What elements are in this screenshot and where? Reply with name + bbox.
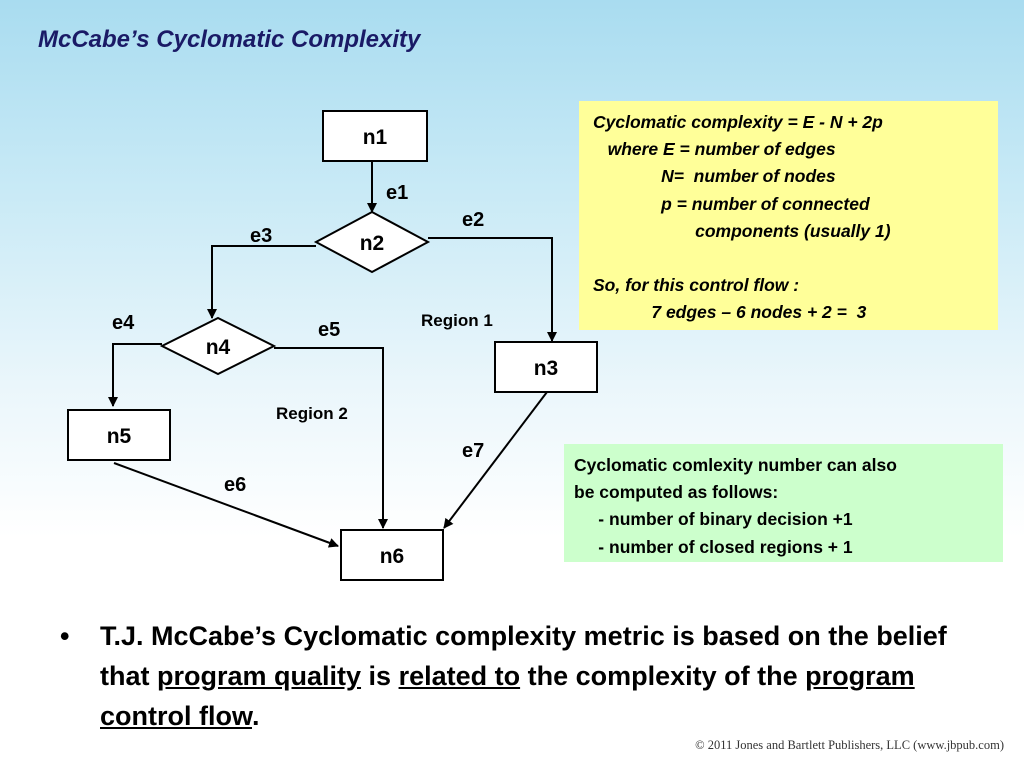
formula-line: 7 edges – 6 nodes + 2 = 3 [593, 302, 867, 323]
bullet-text-part1: T.J. McCabe’s Cyclomatic complexity metr… [100, 621, 947, 691]
node-n6: n6 [340, 529, 444, 581]
formula-line: components (usually 1) [593, 220, 891, 241]
edge-e2 [428, 237, 557, 342]
edge-label-e4: e4 [112, 312, 135, 334]
formula-line: N= number of nodes [593, 166, 836, 187]
node-n5-label: n5 [107, 425, 132, 448]
edge-e6 [113, 462, 339, 548]
edge-label-e3: e3 [250, 225, 272, 247]
formula-box: Cyclomatic complexity = E - N + 2p where… [579, 101, 998, 330]
edge-e5 [274, 347, 388, 529]
alt-line: - number of binary decision +1 [574, 509, 853, 530]
node-n6-label: n6 [380, 545, 405, 568]
bullet-text-part2: is [361, 661, 399, 691]
formula-line: where E = number of edges [593, 139, 836, 160]
node-n4: n4 [159, 316, 277, 376]
alt-line: - number of closed regions + 1 [574, 536, 853, 557]
alt-line: Cyclomatic comlexity number can also [574, 455, 897, 475]
node-n2: n2 [313, 210, 431, 274]
bullet-text-part4: . [251, 701, 260, 731]
edge-label-e7: e7 [462, 440, 484, 462]
slide-title: McCabe’s Cyclomatic Complexity [38, 26, 421, 53]
node-n1-label: n1 [363, 126, 388, 149]
node-n5: n5 [67, 409, 171, 461]
edge-e3 [207, 245, 316, 319]
node-n1: n1 [322, 110, 428, 162]
bullet-underline-program-control-flow: program control flow [100, 661, 915, 731]
bullet-underline-program-quality: program quality [157, 661, 362, 691]
alternate-computation-box: Cyclomatic comlexity number can also be … [564, 444, 1003, 562]
edge-label-e6: e6 [224, 474, 246, 496]
formula-line [593, 245, 988, 272]
edge-label-e2: e2 [462, 209, 484, 231]
formula-line: So, for this control flow : [593, 275, 800, 296]
edge-e4 [108, 343, 162, 407]
node-n3-label: n3 [534, 357, 559, 380]
copyright-footer: © 2011 Jones and Bartlett Publishers, LL… [695, 738, 1004, 752]
formula-line: Cyclomatic complexity = E - N + 2p [593, 112, 883, 132]
bullet-text: T.J. McCabe’s Cyclomatic complexity metr… [100, 616, 980, 736]
region-1-label: Region 1 [421, 311, 493, 330]
bullet-symbol: • [60, 621, 70, 651]
edge-e7 [443, 391, 548, 529]
node-n2-label: n2 [360, 232, 385, 255]
edge-label-e5: e5 [318, 319, 340, 341]
node-n4-label: n4 [206, 336, 231, 359]
region-2-label: Region 2 [276, 404, 348, 423]
alt-line: be computed as follows: [574, 482, 779, 503]
bullet-text-part3: the complexity of the [520, 661, 806, 691]
edge-label-e1: e1 [386, 182, 408, 204]
formula-line: p = number of connected [593, 193, 870, 214]
node-n3: n3 [494, 341, 598, 393]
bullet-underline-related-to: related to [398, 661, 521, 691]
